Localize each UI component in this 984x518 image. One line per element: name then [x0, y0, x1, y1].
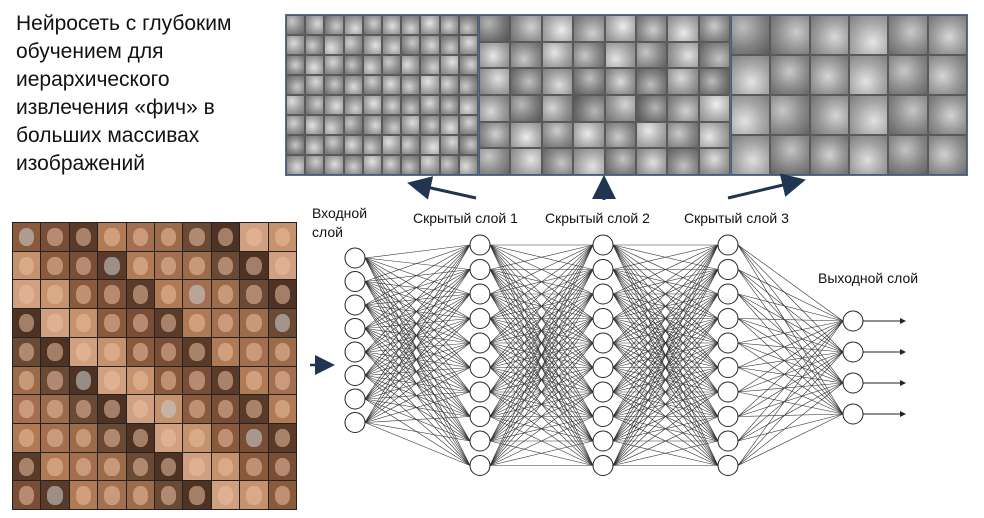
neuron-layer-1: [470, 431, 490, 451]
connection-line: [365, 294, 470, 376]
neuron-layer-3: [718, 309, 738, 329]
neuron-layer-2: [593, 260, 613, 280]
connection-line: [365, 305, 470, 319]
connection-line: [365, 423, 470, 442]
neuron-layer-2: [593, 309, 613, 329]
neuron-layer-4: [843, 342, 863, 362]
connection-line: [365, 417, 470, 423]
neuron-layer-1: [470, 284, 490, 304]
neuron-layer-0: [345, 319, 365, 339]
neuron-layer-3: [718, 284, 738, 304]
neuron-layer-2: [593, 456, 613, 476]
connection-line: [738, 319, 843, 322]
neuron-layer-3: [718, 358, 738, 378]
connection-line: [365, 294, 470, 352]
arrow-to-edges-panel: [413, 184, 476, 198]
neuron-layer-4: [843, 373, 863, 393]
connection-line: [738, 414, 843, 417]
neuron-layer-2: [593, 431, 613, 451]
connection-line: [365, 376, 470, 393]
neuron-layer-4: [843, 404, 863, 424]
connection-line: [738, 352, 843, 392]
neuron-layer-2: [593, 358, 613, 378]
neuron-layer-3: [718, 407, 738, 427]
neuron-layer-0: [345, 272, 365, 292]
neuron-layer-0: [345, 295, 365, 315]
neuron-layer-3: [718, 260, 738, 280]
neuron-layer-0: [345, 248, 365, 268]
connection-line: [738, 270, 843, 322]
neuron-layer-3: [718, 235, 738, 255]
neuron-layer-1: [470, 235, 490, 255]
neuron-layer-0: [345, 389, 365, 409]
connection-line: [738, 245, 843, 321]
neuron-layer-0: [345, 366, 365, 386]
neuron-layer-3: [718, 431, 738, 451]
connection-line: [738, 270, 843, 415]
connection-line: [365, 245, 470, 258]
neuron-layer-2: [593, 333, 613, 353]
neuron-layer-4: [843, 311, 863, 331]
connection-line: [738, 343, 843, 383]
neuron-layer-3: [718, 382, 738, 402]
connection-line: [738, 383, 843, 441]
connection-line: [365, 399, 470, 417]
neuron-layer-2: [593, 382, 613, 402]
connection-line: [365, 245, 470, 376]
connection-line: [365, 423, 470, 466]
neuron-layer-1: [470, 407, 490, 427]
neuron-layer-2: [593, 284, 613, 304]
connection-line: [738, 294, 843, 352]
connection-line: [365, 282, 470, 442]
connection-line: [365, 329, 470, 442]
neuron-layer-0: [345, 342, 365, 362]
connection-line: [738, 245, 843, 383]
neuron-layer-3: [718, 456, 738, 476]
neuron-layer-2: [593, 235, 613, 255]
neuron-layer-1: [470, 358, 490, 378]
neuron-layer-1: [470, 333, 490, 353]
connection-line: [738, 245, 843, 414]
neuron-layer-3: [718, 333, 738, 353]
connection-line: [738, 245, 843, 352]
arrow-to-faces-panel: [728, 181, 800, 198]
connection-line: [365, 305, 470, 392]
neuron-layer-1: [470, 309, 490, 329]
neuron-layer-2: [593, 407, 613, 427]
connection-line: [738, 321, 843, 466]
connection-line: [738, 414, 843, 466]
connection-line: [365, 343, 470, 399]
connection-line: [365, 399, 470, 441]
neuron-layer-1: [470, 260, 490, 280]
neuron-layer-0: [345, 413, 365, 433]
neuron-layer-1: [470, 382, 490, 402]
neuron-layer-1: [470, 456, 490, 476]
